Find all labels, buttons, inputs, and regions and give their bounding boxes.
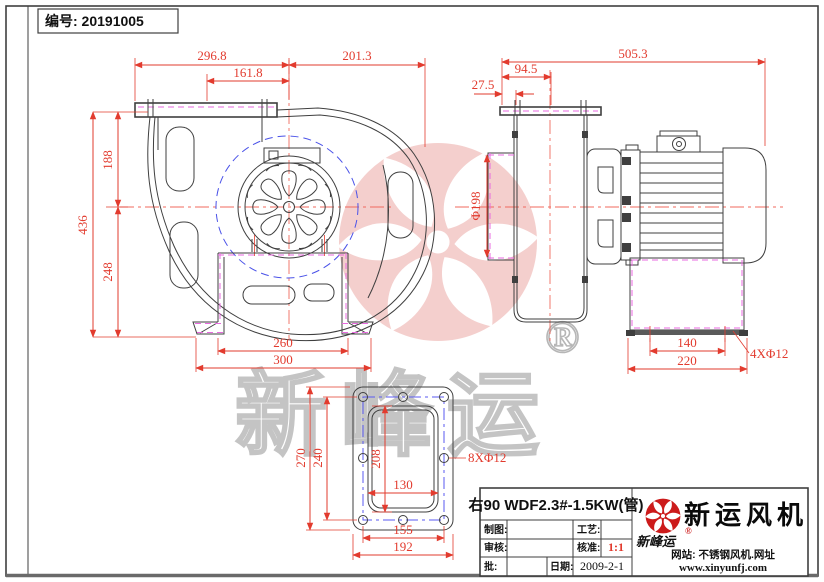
approved-label: 核准: xyxy=(577,541,600,554)
dim-27-5: 27.5 xyxy=(472,77,495,92)
dim-436: 436 xyxy=(75,215,90,235)
side-plate-slots xyxy=(165,126,414,305)
motor-pedestal xyxy=(626,257,748,342)
dim-161-8: 161.8 xyxy=(233,65,262,80)
impeller-hub xyxy=(283,201,295,213)
process-label: 工艺: xyxy=(577,523,600,536)
dim-140: 140 xyxy=(677,335,697,350)
title-block: 右90 WDF2.3#-1.5KW(管) 制图: 审核: 批: 工艺: 核准: … xyxy=(468,487,809,577)
flange-dimensions: 270 240 208 130 155 192 8XΦ12 xyxy=(293,386,506,560)
side-view-dimensions: 505.3 94.5 27.5 Φ198 140 220 4XΦ12 xyxy=(468,46,788,374)
volute-outer xyxy=(147,107,436,342)
volute-inner xyxy=(152,114,427,336)
dim-130: 130 xyxy=(393,477,413,492)
dim-201-3: 201.3 xyxy=(342,48,371,63)
drawn-by-label: 制图: xyxy=(484,523,507,536)
volute-tongue xyxy=(367,164,389,299)
dim-505-3: 505.3 xyxy=(618,46,647,61)
bolt-line xyxy=(362,396,445,521)
dim-94-5: 94.5 xyxy=(515,61,538,76)
flange-outer xyxy=(352,386,454,531)
brand-url: www.xinyunfj.com xyxy=(679,562,767,574)
bolt-holes xyxy=(358,392,449,525)
side-view: 505.3 94.5 27.5 Φ198 140 220 4XΦ12 xyxy=(455,46,788,374)
dim-8x-phi-12: 8XΦ12 xyxy=(468,450,506,465)
front-view-dimensions: 296.8 201.3 161.8 436 188 248 260 300 xyxy=(75,48,426,372)
inlet-bolt-circle xyxy=(215,135,359,279)
bearing-mount-box xyxy=(263,147,321,164)
flange-opening-outer xyxy=(367,405,439,513)
brand-name: 新运风机 xyxy=(684,500,808,530)
date-value: 2009-2-1 xyxy=(580,559,624,573)
drawing-title: 右90 WDF2.3#-1.5KW(管) xyxy=(468,496,643,514)
housing-body xyxy=(512,115,588,323)
flange-detail-view: 270 240 208 130 155 192 8XΦ12 xyxy=(293,386,506,560)
dim-4x-phi-12: 4XΦ12 xyxy=(750,346,788,361)
flange-opening-inner xyxy=(371,409,435,509)
brand-stamp-text: 新峰运 xyxy=(636,534,677,549)
dim-300: 300 xyxy=(273,352,293,367)
dim-248: 248 xyxy=(100,262,115,282)
dim-208: 208 xyxy=(368,449,383,469)
brand-website-line: 网站: 不锈钢风机.网址 xyxy=(671,548,775,561)
serial-number: 编号: 20191005 xyxy=(45,13,144,29)
dim-220: 220 xyxy=(677,353,697,368)
front-flange-bolt-ticks xyxy=(147,99,268,117)
inlet-collar-outer xyxy=(237,155,341,259)
scale-value: 1:1 xyxy=(608,540,624,554)
dim-270: 270 xyxy=(293,448,308,468)
serial-number-box xyxy=(37,8,179,34)
motor-end-cap xyxy=(722,147,767,264)
dim-260: 260 xyxy=(273,335,293,350)
brand-registered-icon: ® xyxy=(685,526,692,536)
front-view: 296.8 201.3 161.8 436 188 248 260 300 xyxy=(75,48,436,372)
dim-155: 155 xyxy=(393,522,413,537)
support-base xyxy=(192,252,374,335)
dim-192: 192 xyxy=(393,539,413,554)
dim-296-8: 296.8 xyxy=(197,48,226,63)
side-outlet-flange xyxy=(499,106,602,116)
dim-188: 188 xyxy=(100,150,115,170)
ratify-label: 批: xyxy=(484,560,497,573)
date-label: 日期: xyxy=(550,560,573,573)
checked-label: 审核: xyxy=(484,541,507,554)
dim-240: 240 xyxy=(310,448,325,468)
dim-phi-198: Φ198 xyxy=(468,191,483,220)
